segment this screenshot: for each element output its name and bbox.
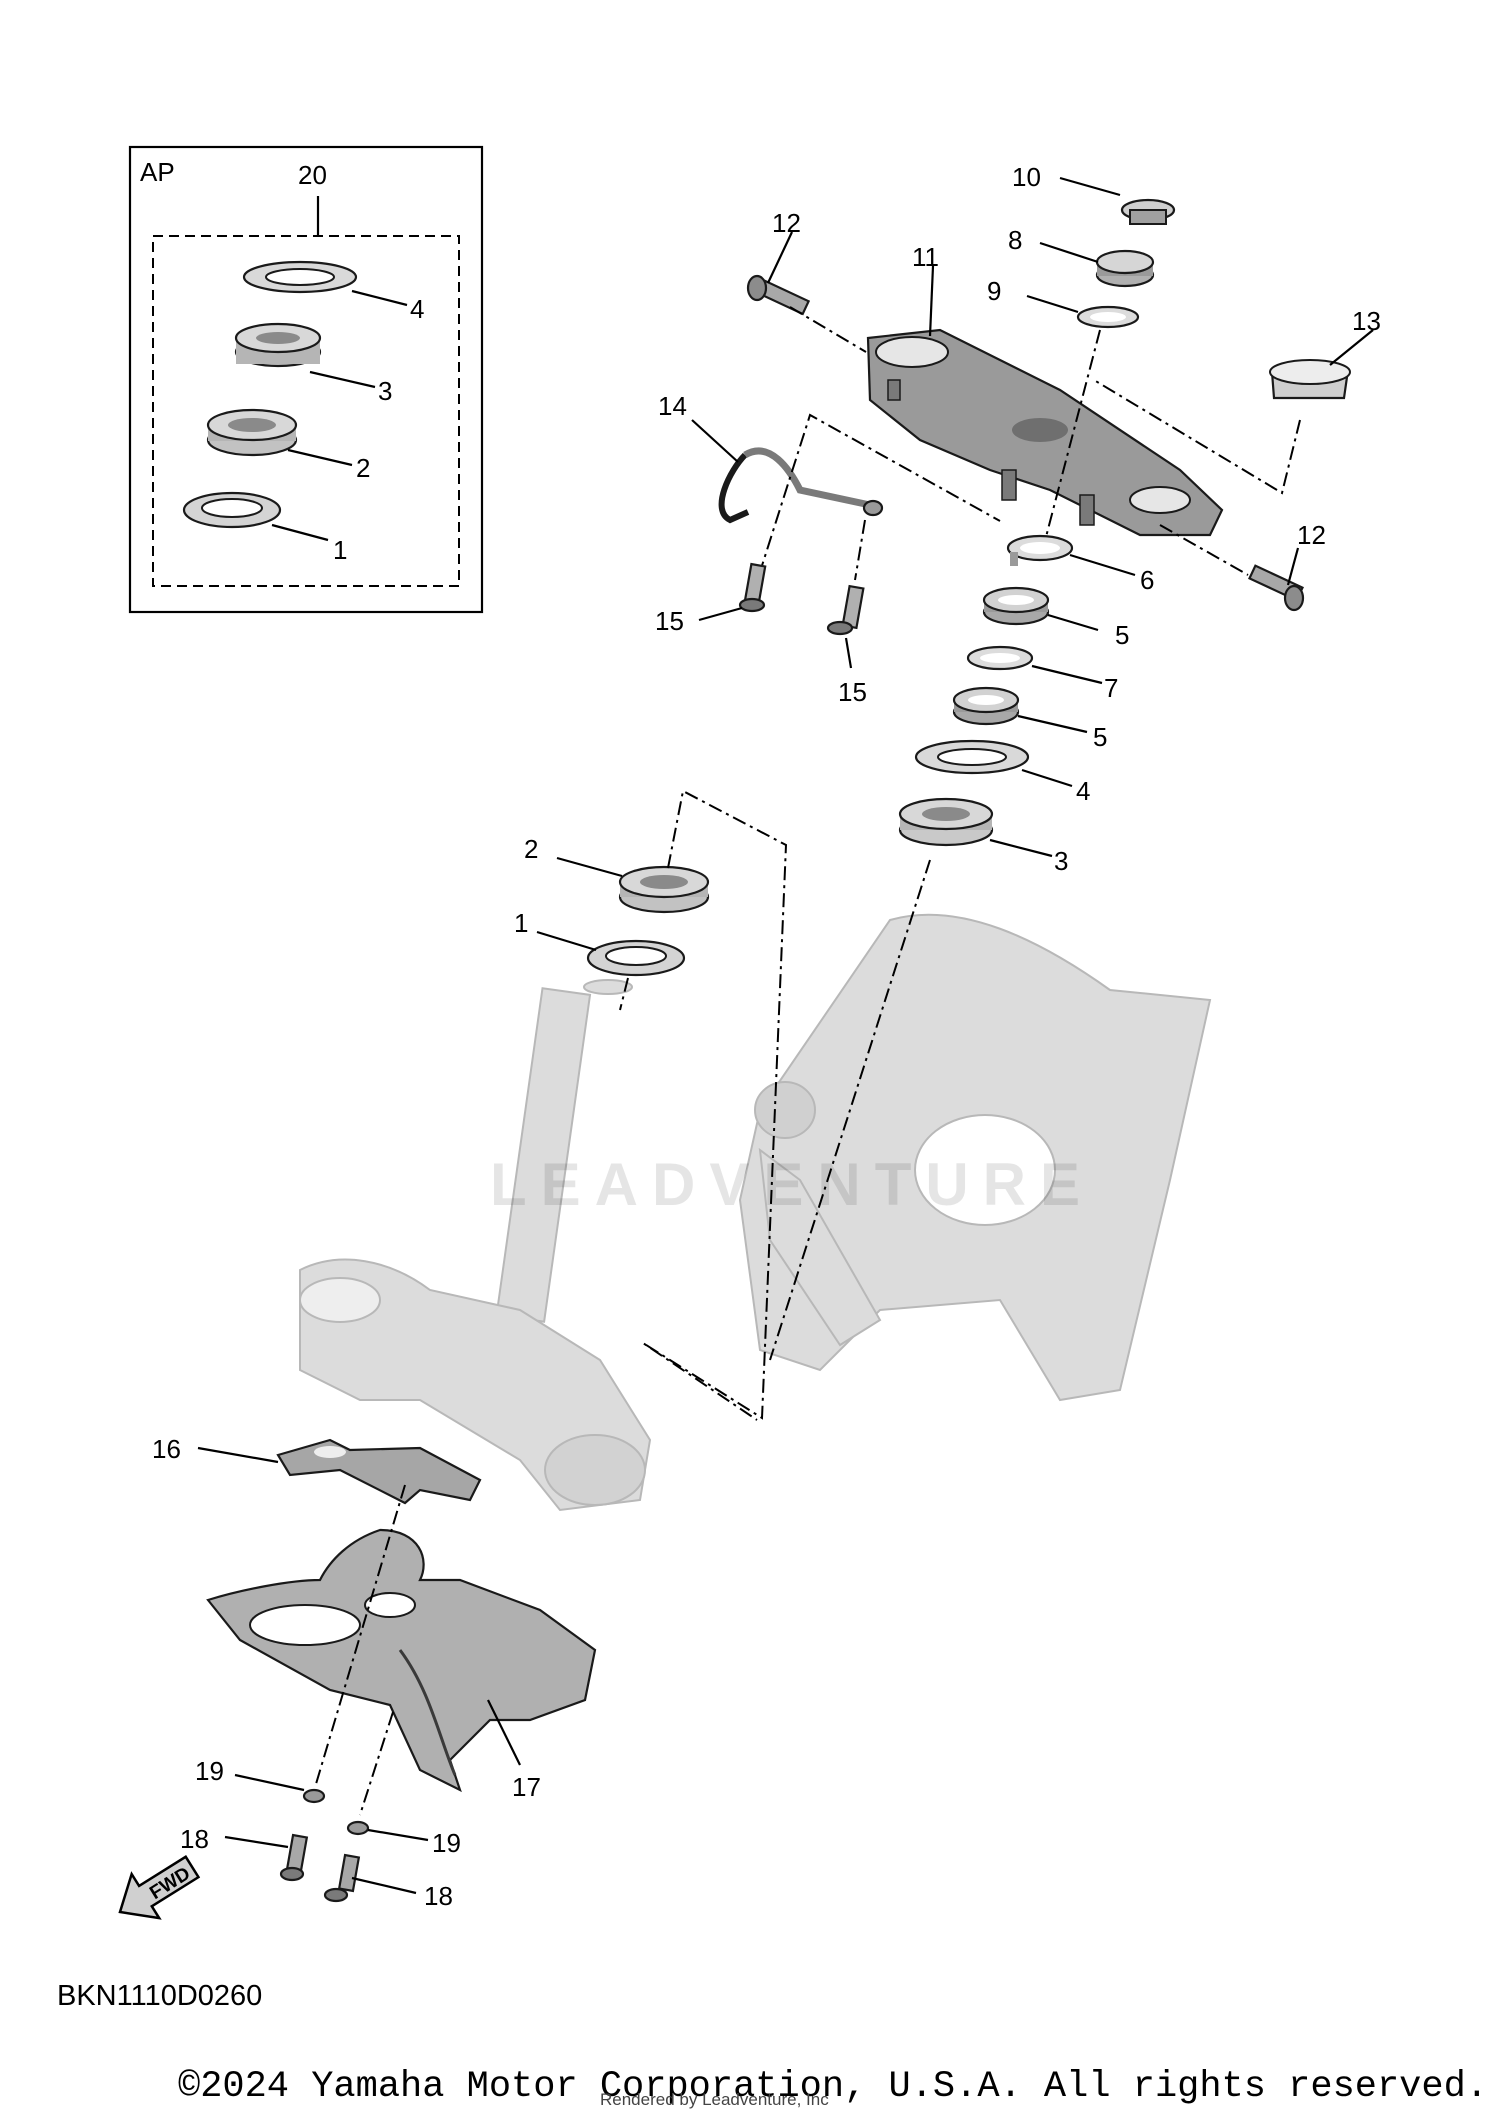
collar-right	[346, 1820, 370, 1836]
kit-dust-seal	[242, 260, 358, 294]
kit-box-label: AP	[140, 157, 175, 187]
kit-box: AP 20 4 3 2	[128, 145, 484, 614]
callout-15-right: 15	[838, 677, 867, 707]
lock-washer	[1076, 305, 1140, 329]
callout-12-left: 12	[772, 208, 801, 238]
pinch-bolt-left	[746, 274, 811, 316]
bearing-upper	[898, 797, 994, 847]
claw-washer	[1006, 534, 1074, 566]
ring-nut-5-upper	[982, 586, 1050, 626]
callout-2: 2	[524, 834, 538, 864]
harness-bracket	[718, 447, 884, 524]
cover-bolt-left	[279, 1833, 309, 1882]
collar-left	[302, 1788, 326, 1804]
callout-1: 1	[514, 908, 528, 938]
ring-nut-5-lower	[952, 686, 1020, 726]
under-cover	[206, 1528, 597, 1793]
kit-bearing-lower	[206, 408, 298, 457]
under-bracket-ghost	[299, 979, 652, 1512]
harness-bolt-left	[738, 562, 767, 613]
callout-3: 3	[1054, 846, 1068, 876]
callout-15-left: 15	[655, 606, 684, 636]
callout-5-lower: 5	[1093, 722, 1107, 752]
callout-10: 10	[1012, 162, 1041, 192]
callout-19-left: 19	[195, 1756, 224, 1786]
rubber-washer	[966, 645, 1034, 671]
kit-bearing-upper	[234, 322, 322, 368]
callout-17: 17	[512, 1772, 541, 1802]
ring-nut-upper	[1095, 249, 1155, 288]
kit-number-label: 20	[298, 160, 327, 190]
kit-lower-seal	[182, 491, 282, 529]
callout-18-left: 18	[180, 1824, 209, 1854]
callout-11: 11	[912, 242, 939, 272]
callout-16: 16	[152, 1434, 181, 1464]
stem-cap	[1120, 198, 1176, 225]
callout-13: 13	[1352, 306, 1381, 336]
callout-4: 4	[1076, 776, 1090, 806]
kit-callout-2: 2	[356, 453, 370, 483]
cover-bolt-right	[323, 1853, 361, 1903]
callout-19-right: 19	[432, 1828, 461, 1858]
lower-seal	[586, 939, 686, 977]
kit-callout-3: 3	[378, 376, 392, 406]
callout-5-upper: 5	[1115, 620, 1129, 650]
bearing-lower	[618, 865, 710, 914]
harness-bolt-right	[826, 584, 865, 636]
copyright-notice: ©2024 Yamaha Motor Corporation, U.S.A. A…	[177, 2066, 1488, 2108]
upper-bracket	[866, 328, 1224, 537]
pinch-bolt-right	[1248, 564, 1305, 612]
bracket-cover	[1269, 359, 1351, 400]
callout-18-right: 18	[424, 1881, 453, 1911]
callout-7: 7	[1104, 673, 1118, 703]
frame-headstock-ghost	[738, 913, 1212, 1402]
callout-12-right: 12	[1297, 520, 1326, 550]
watermark: LEADVENTURE	[490, 1151, 1095, 1218]
callout-9: 9	[987, 276, 1001, 306]
callout-8: 8	[1008, 225, 1022, 255]
dust-seal	[914, 739, 1030, 775]
kit-callout-4: 4	[410, 294, 424, 324]
cable-guide-bracket	[276, 1438, 482, 1505]
callout-6: 6	[1140, 565, 1154, 595]
kit-callout-1: 1	[333, 535, 347, 565]
callout-14: 14	[658, 391, 687, 421]
render-note: Rendered by Leadventure, Inc	[600, 2090, 829, 2109]
fwd-arrow-icon: FWD	[118, 1855, 201, 1920]
diagram-code: BKN1110D0260	[57, 1980, 263, 2012]
